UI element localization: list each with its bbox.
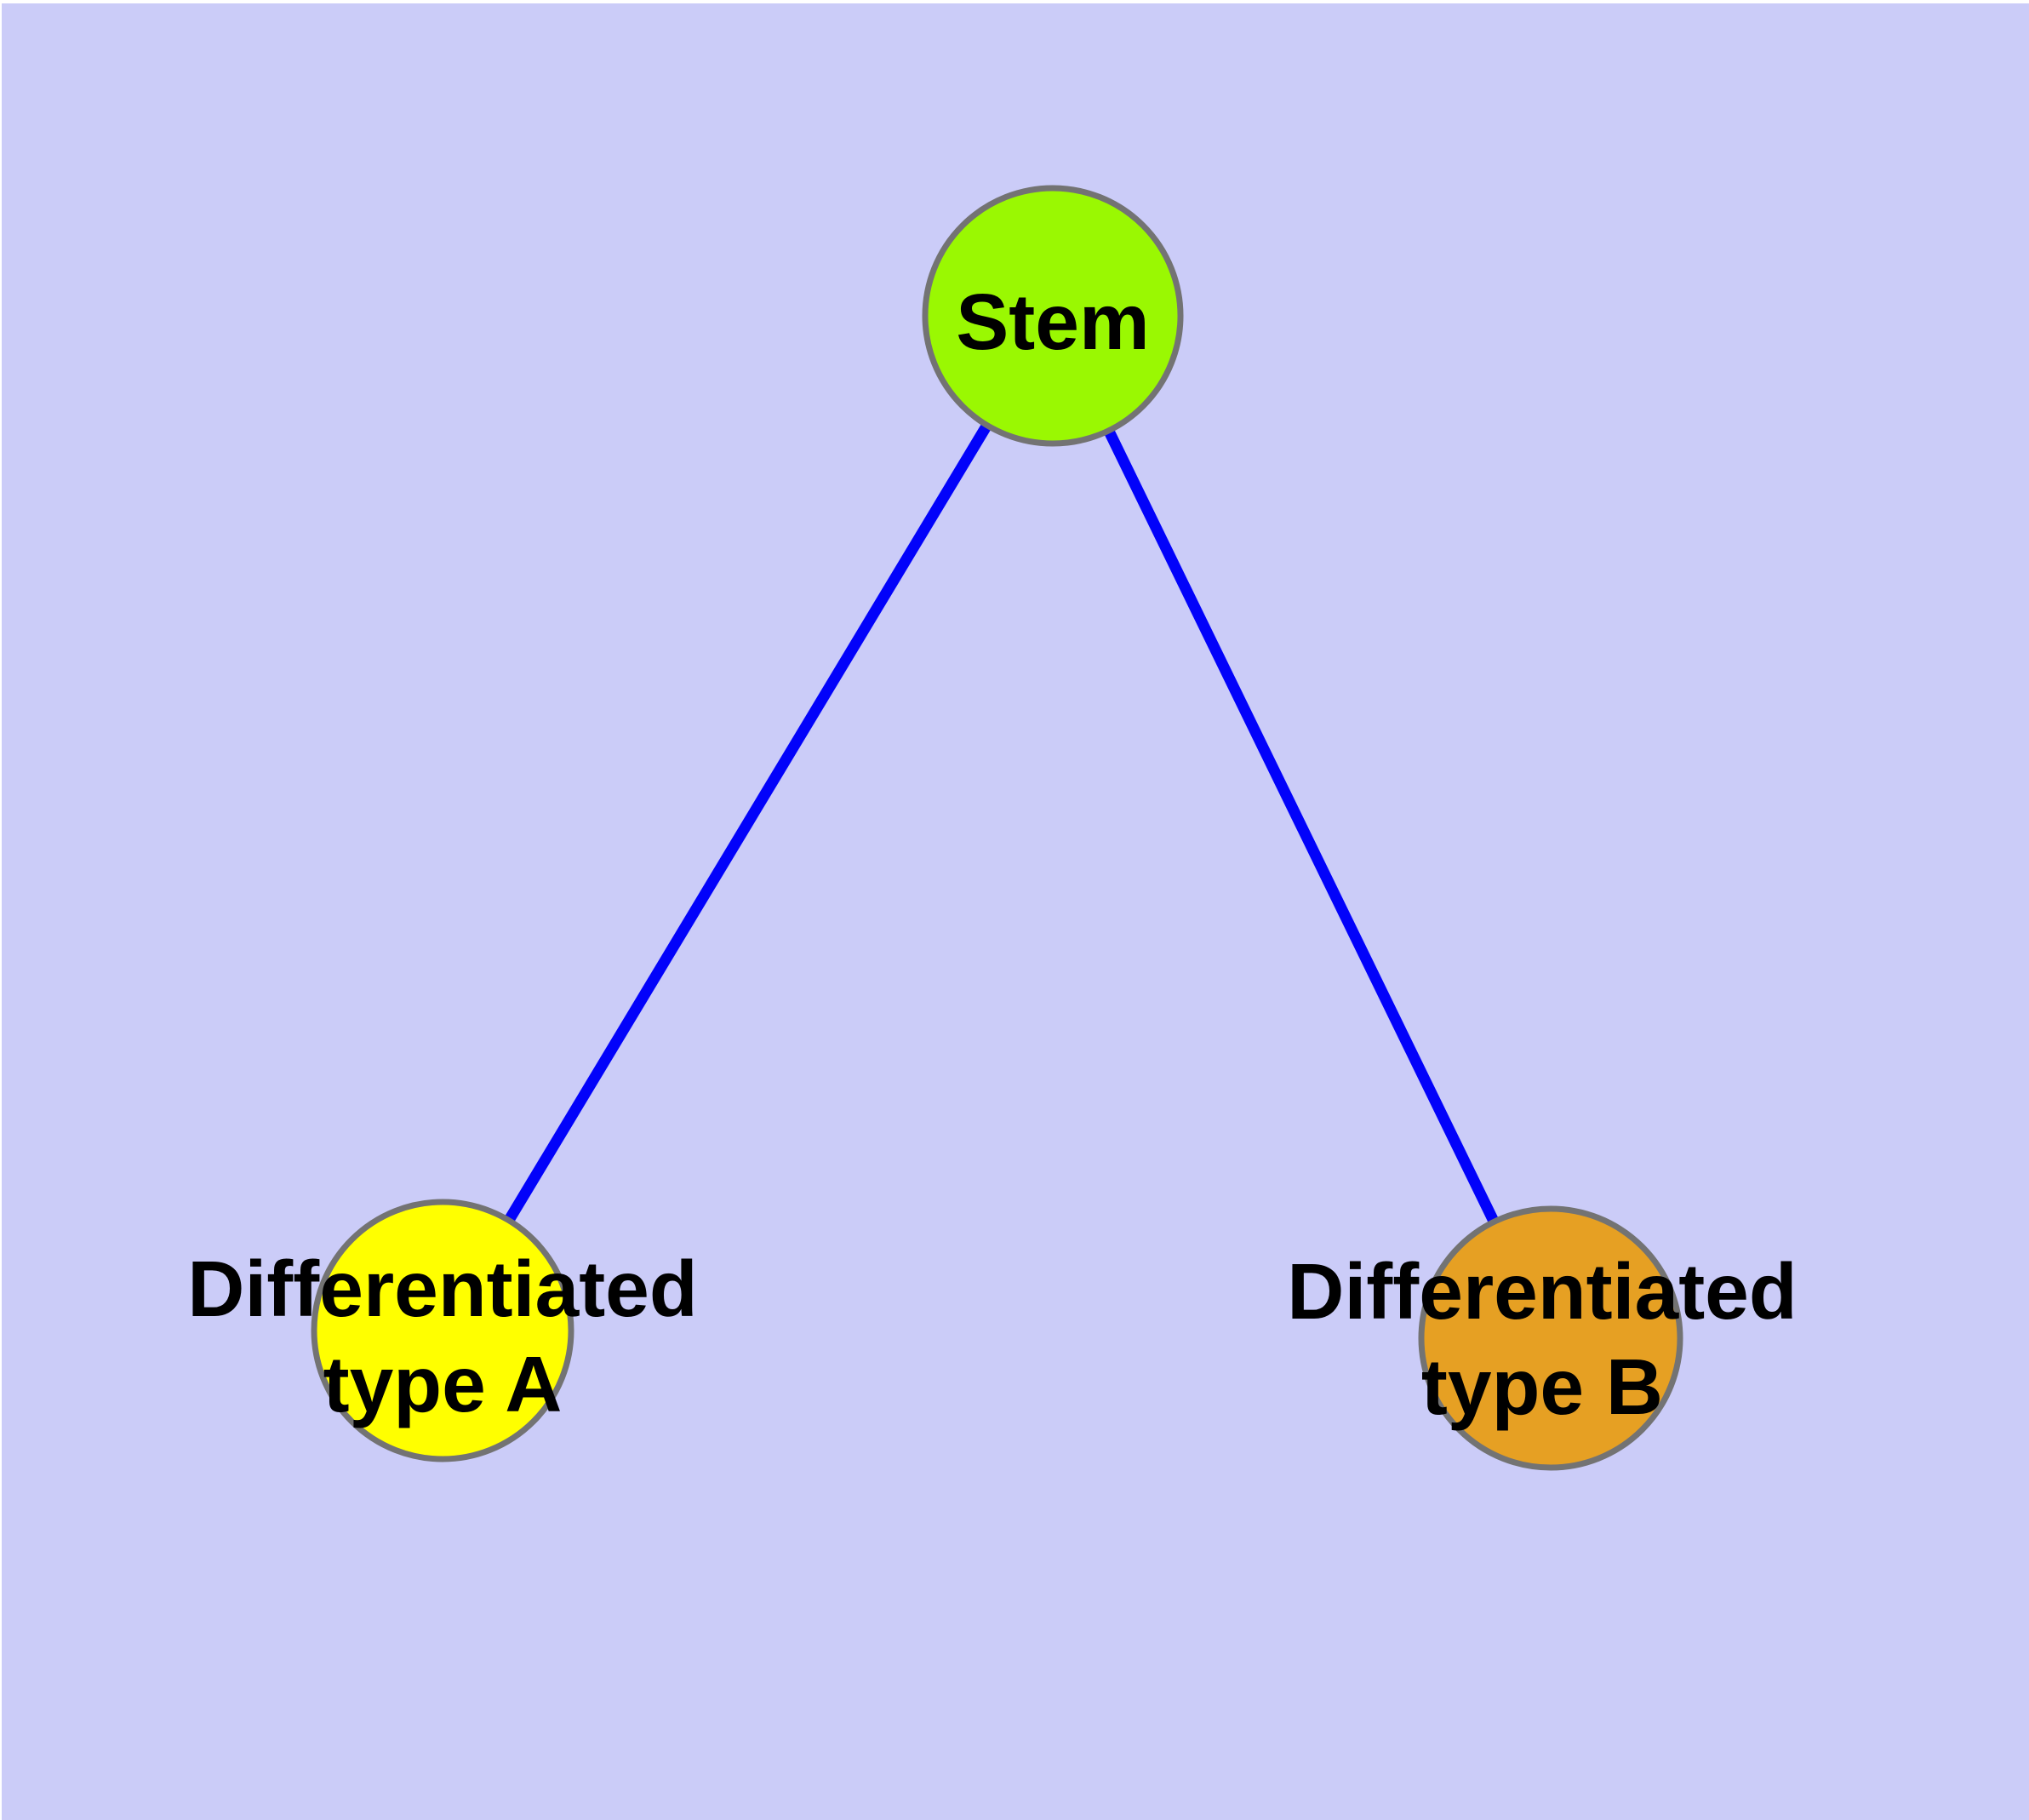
edge-group <box>437 312 1556 1341</box>
node-type-b-label-line1: Differentiated <box>1287 1247 1797 1336</box>
node-stem-label: Stem <box>956 278 1149 366</box>
node-stem <box>922 185 1184 447</box>
edge-stem-to-type-a <box>437 312 1058 1334</box>
edge-stem-to-type-b <box>1048 313 1556 1341</box>
label-group: Stem Differentiated type A Differentiate… <box>187 278 1797 1431</box>
node-type-b-label-line2: type B <box>1421 1342 1663 1431</box>
node-differentiated-type-a <box>311 1199 574 1462</box>
node-type-a-label-line2: type A <box>323 1340 563 1428</box>
node-type-a-label-line1: Differentiated <box>187 1245 697 1333</box>
node-group <box>311 185 1683 1471</box>
node-differentiated-type-b <box>1418 1205 1683 1471</box>
